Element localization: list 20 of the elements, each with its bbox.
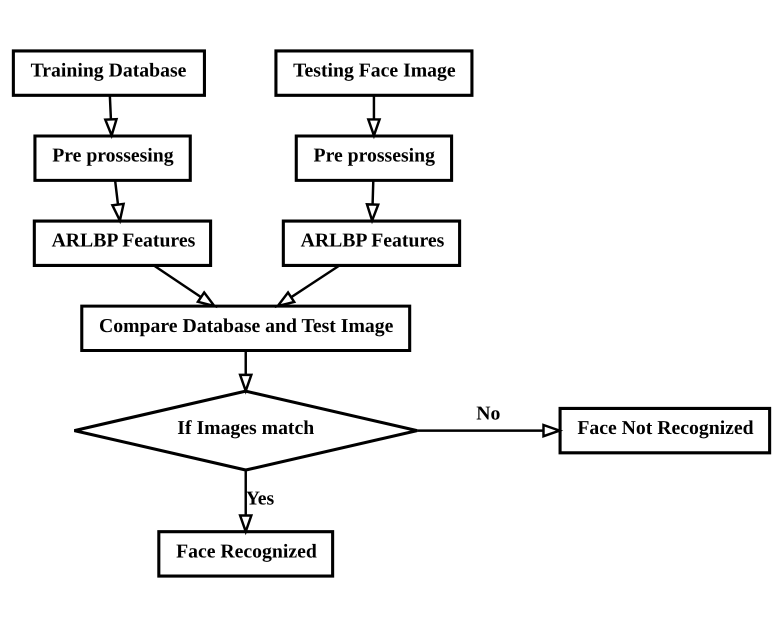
arrow — [153, 264, 218, 308]
edge-label: No — [476, 402, 500, 424]
node-box: Testing Face Image — [274, 48, 474, 96]
arrow — [110, 180, 126, 224]
node-box: Compare Database and Test Image — [80, 304, 412, 352]
arrow — [366, 95, 382, 139]
node-box: Face Not Recognized — [558, 406, 772, 454]
node-box: Pre prossesing — [33, 134, 192, 182]
node-box: ARLBP Features — [32, 219, 212, 266]
node-box: Pre prossesing — [294, 134, 454, 182]
node-diamond: If Images match — [72, 389, 419, 472]
arrow — [274, 264, 340, 308]
arrow — [238, 470, 254, 535]
node-box: Training Database — [12, 48, 206, 96]
arrow — [417, 422, 564, 438]
node-box: Face Recognized — [157, 530, 334, 578]
arrow — [238, 350, 254, 394]
arrow — [365, 180, 380, 224]
node-box: ARLBP Features — [282, 219, 462, 266]
arrow — [104, 95, 118, 139]
